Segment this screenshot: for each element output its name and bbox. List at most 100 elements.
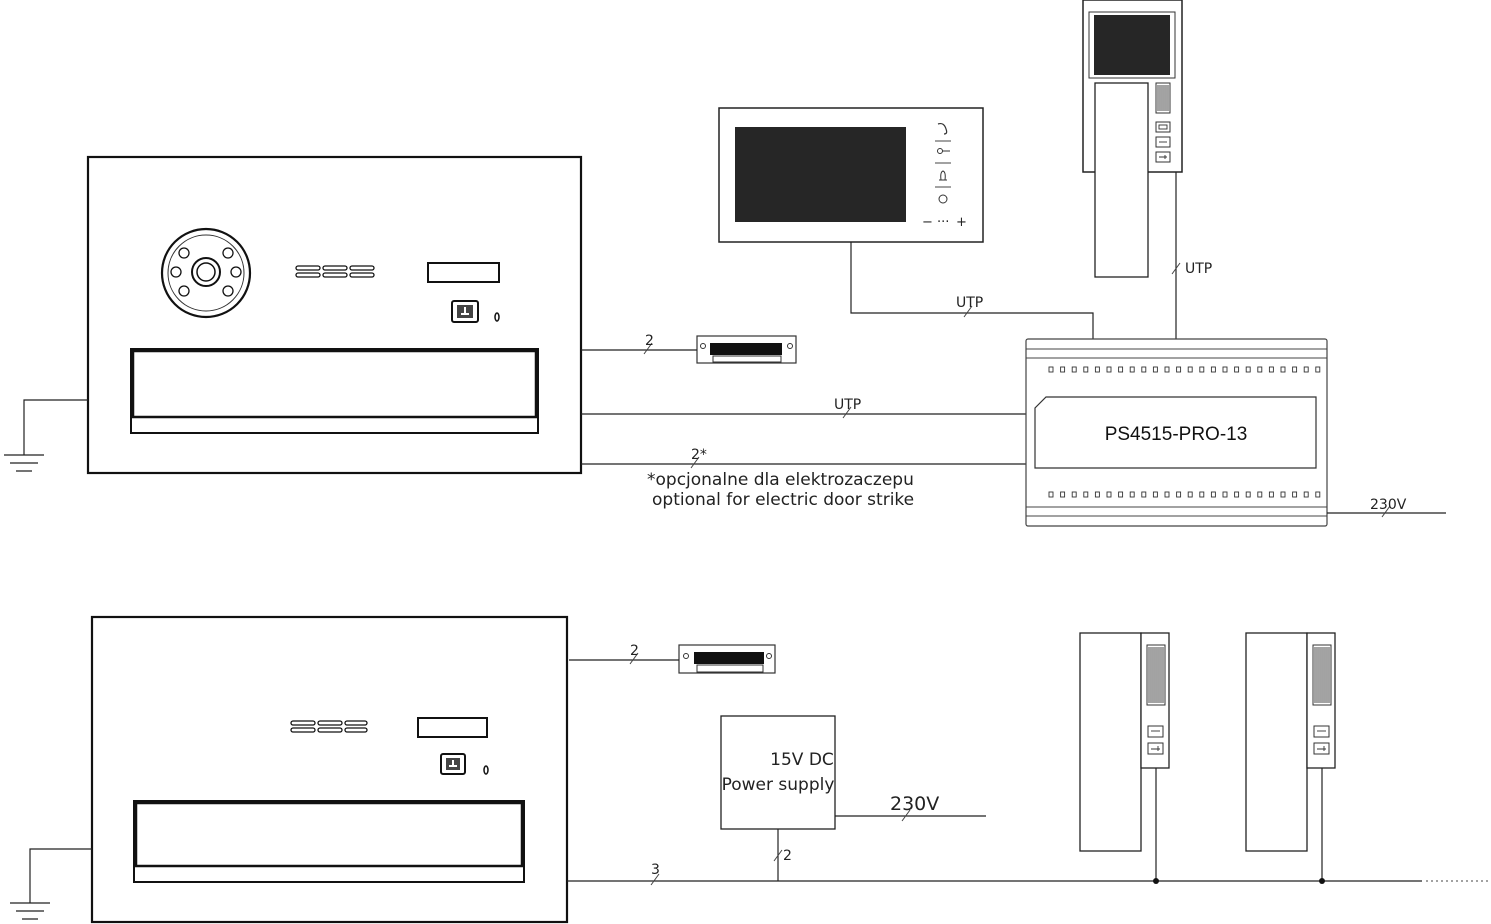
menu-circle-icon: [938, 194, 948, 204]
terminal-screw: [1071, 491, 1077, 498]
outdoor-panel-top: [86, 155, 583, 475]
led-indicator: [483, 765, 489, 775]
terminal-screw: [1257, 366, 1263, 373]
camera-icon: [160, 227, 252, 319]
wire-label-mains-bottom: 230V: [890, 793, 939, 815]
ground-symbol-top: [4, 399, 88, 472]
dots-icon: ···: [937, 215, 949, 230]
outdoor-panel-bottom: [90, 615, 569, 924]
handset-station-top: [1082, 0, 1183, 278]
terminal-screw: [1106, 491, 1112, 498]
terminal-screw: [1245, 366, 1251, 373]
terminal-screw: [1164, 491, 1170, 498]
terminal-screw: [1280, 491, 1286, 498]
terminal-screw: [1048, 366, 1054, 373]
terminal-screw: [1083, 366, 1089, 373]
terminal-screw: [1210, 491, 1216, 498]
name-card-slot: [130, 348, 539, 434]
wire-label-optional-strike: 2*: [691, 447, 707, 463]
terminal-screw: [1234, 491, 1240, 498]
terminal-screw: [1152, 491, 1158, 498]
intercom-handset-2: [1245, 632, 1336, 852]
power-supply-line-1: 15V DC: [770, 750, 834, 770]
display-window: [427, 262, 500, 283]
terminal-screw: [1187, 366, 1193, 373]
door-strike-bottom: [678, 644, 776, 674]
wire-label-mains-top: 230V: [1370, 497, 1407, 513]
bell-icon: [939, 170, 947, 181]
terminal-screw: [1187, 491, 1193, 498]
terminal-screw: [1222, 366, 1228, 373]
terminal-screw: [1164, 366, 1170, 373]
bus-junction-1: [1153, 878, 1159, 884]
name-card-slot: [133, 800, 525, 883]
wire-label-bus-bottom: 3: [651, 862, 660, 878]
terminal-screw: [1118, 491, 1124, 498]
controller-label: PS4515-PRO-13: [1105, 424, 1248, 445]
handset-speaker-icon: [1146, 644, 1166, 706]
handset-speaker-icon: [1312, 644, 1332, 706]
terminal-row-bottom: [1048, 491, 1321, 498]
bus-junction-2: [1319, 878, 1325, 884]
display-window: [417, 717, 488, 738]
terminal-screw: [1176, 491, 1182, 498]
terminal-screw: [1152, 366, 1158, 373]
terminal-screw: [1118, 366, 1124, 373]
wire-label-panel-utp: UTP: [834, 397, 861, 413]
call-button-icon: [440, 753, 466, 775]
speaker-grille-icon: [290, 720, 368, 733]
video-monitor: − ··· +: [718, 107, 984, 243]
door-strike-top: [696, 335, 797, 364]
terminal-screw: [1129, 366, 1135, 373]
terminal-screw: [1245, 491, 1251, 498]
terminal-screw: [1257, 491, 1263, 498]
terminal-screw: [1141, 491, 1147, 498]
terminal-screw: [1268, 366, 1274, 373]
handset-receiver: [1094, 82, 1149, 278]
wire-label-psu-out: 2: [783, 848, 792, 864]
speaker-grille-icon: [295, 265, 375, 278]
terminal-screw: [1094, 491, 1100, 498]
controller-module: PS4515-PRO-13: [1025, 338, 1328, 527]
wire-label-strike-bottom: 2: [630, 643, 639, 659]
terminal-screw: [1280, 366, 1286, 373]
terminal-screw: [1199, 366, 1205, 373]
plus-icon: +: [956, 215, 967, 230]
terminal-screw: [1199, 491, 1205, 498]
call-button-icon: [451, 300, 479, 323]
note-line-1: *opcjonalne dla elektrozaczepu: [647, 470, 914, 490]
terminal-screw: [1094, 366, 1100, 373]
minus-icon: −: [922, 215, 933, 230]
terminal-screw: [1141, 366, 1147, 373]
monitor-screen: [735, 127, 906, 222]
handset-icon: [937, 122, 948, 135]
handset-screen: [1094, 15, 1170, 75]
wire-label-strike-top: 2: [645, 333, 654, 349]
key-icon: [937, 148, 950, 154]
ground-symbol-bottom: [10, 848, 92, 920]
terminal-screw: [1071, 366, 1077, 373]
intercom-handset-1: [1079, 632, 1170, 852]
terminal-screw: [1210, 366, 1216, 373]
terminal-screw: [1106, 366, 1112, 373]
terminal-screw: [1292, 366, 1298, 373]
handset-speaker-icon: [1155, 82, 1171, 114]
terminal-screw: [1303, 366, 1309, 373]
terminal-screw: [1315, 366, 1321, 373]
led-indicator: [494, 312, 500, 322]
wire-label-monitor-utp: UTP: [956, 295, 983, 311]
wire-label-handset-utp: UTP: [1185, 261, 1212, 277]
terminal-screw: [1268, 491, 1274, 498]
terminal-screw: [1060, 491, 1066, 498]
note-line-2: optional for electric door strike: [652, 490, 914, 510]
terminal-screw: [1048, 491, 1054, 498]
terminal-row-top: [1048, 366, 1321, 373]
power-supply-line-2: Power supply: [722, 775, 835, 795]
terminal-screw: [1060, 366, 1066, 373]
terminal-screw: [1083, 491, 1089, 498]
power-supply-box: 15V DC Power supply: [720, 715, 836, 830]
terminal-screw: [1315, 491, 1321, 498]
terminal-screw: [1129, 491, 1135, 498]
terminal-screw: [1303, 491, 1309, 498]
